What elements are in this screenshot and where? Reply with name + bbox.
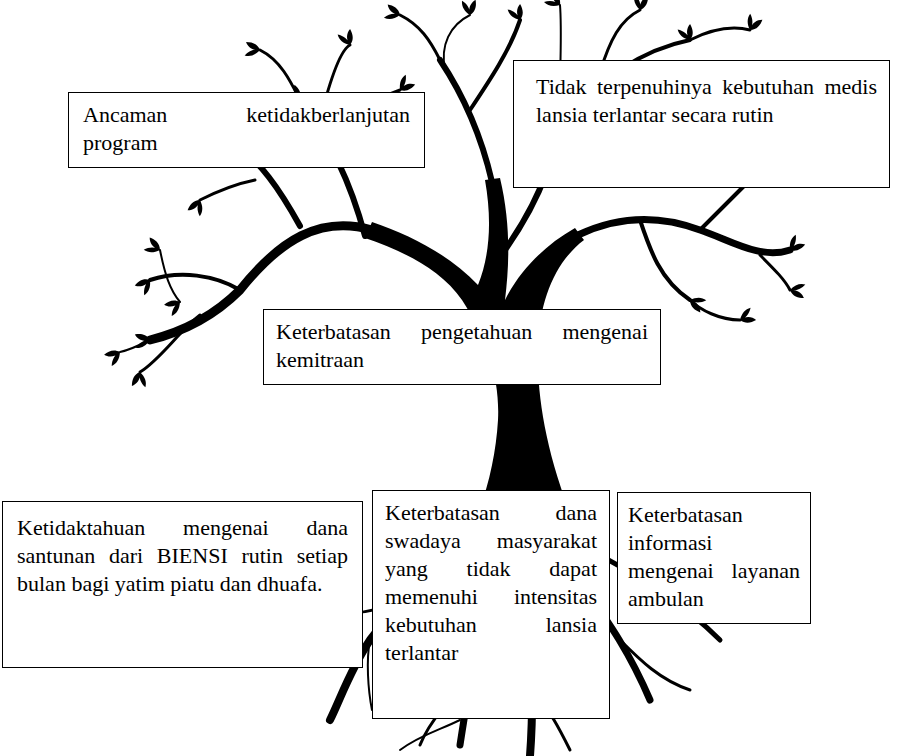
tree-branch bbox=[578, 219, 790, 252]
tree-branch bbox=[690, 28, 750, 40]
tree-leaf bbox=[239, 38, 260, 59]
tree-branch bbox=[150, 275, 240, 290]
tree-branch bbox=[444, 15, 470, 70]
problem-box: Keterbatasan dana swadaya masyarakat yan… bbox=[372, 490, 610, 719]
box-text: Keterbatasan pengetahuan mengenai kemitr… bbox=[276, 318, 648, 374]
box-text: Keterbatasan informasi mengenai layanan … bbox=[628, 501, 800, 613]
tree-leaf bbox=[399, 74, 417, 93]
tree-leaf bbox=[101, 347, 121, 367]
tree-branch bbox=[140, 315, 200, 372]
tree-root bbox=[400, 720, 460, 750]
problem-box: Ancaman ketidakberlanjutan program bbox=[68, 92, 425, 168]
tree-leaf bbox=[133, 277, 151, 296]
tree-leaf bbox=[459, 0, 481, 16]
box-text: Keterbatasan dana swadaya masyarakat yan… bbox=[385, 499, 597, 667]
tree-leaf bbox=[128, 371, 149, 392]
tree-branch bbox=[160, 250, 180, 302]
tree-leaf bbox=[789, 234, 807, 253]
box-text: Ketidaktahuan mengenai dana santunan dar… bbox=[17, 514, 348, 598]
tree-leaf bbox=[676, 20, 697, 41]
tree-leaf bbox=[789, 281, 810, 302]
tree-branch bbox=[640, 220, 690, 300]
tree-leaf bbox=[746, 12, 764, 31]
tree-leaf bbox=[506, 0, 527, 21]
box-text: Ancaman ketidakberlanjutan program bbox=[83, 101, 410, 157]
tree-branch bbox=[200, 180, 255, 200]
problem-box: Tidak terpenuhinya kebutuhan medis lansi… bbox=[513, 60, 890, 188]
tree-leaf bbox=[142, 236, 161, 254]
tree-branch bbox=[440, 60, 492, 182]
tree-leaf bbox=[739, 306, 760, 327]
tree-leaf bbox=[380, 2, 400, 22]
tree-branch bbox=[400, 15, 440, 60]
tree-leaf bbox=[336, 25, 357, 46]
tree-leaf bbox=[129, 329, 151, 351]
tree-leaf bbox=[631, 0, 652, 11]
tree-leaf bbox=[690, 296, 709, 314]
tree-leaf bbox=[161, 297, 181, 317]
problem-box: Keterbatasan informasi mengenai layanan … bbox=[617, 492, 811, 624]
tree-root bbox=[620, 640, 690, 690]
problem-box: Ketidaktahuan mengenai dana santunan dar… bbox=[2, 501, 363, 668]
tree-branch bbox=[760, 255, 790, 290]
problem-box: Keterbatasan pengetahuan mengenai kemitr… bbox=[263, 309, 661, 385]
tree-leaf bbox=[544, 0, 560, 6]
tree-leaf bbox=[186, 200, 204, 219]
box-text: Tidak terpenuhinya kebutuhan medis lansi… bbox=[536, 73, 877, 129]
